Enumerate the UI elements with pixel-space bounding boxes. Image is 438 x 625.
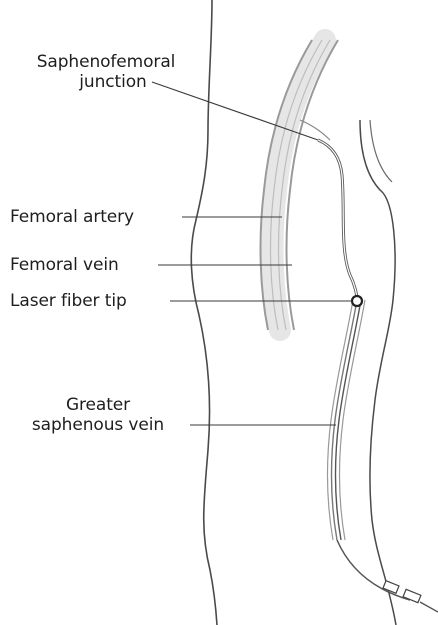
laser-fiber-catheter: [337, 540, 410, 600]
label-laser-fiber-tip: Laser fiber tip: [10, 291, 127, 311]
label-saphenofemoral-line2: junction: [8, 72, 204, 92]
leg-outline-left: [191, 0, 217, 625]
label-greater-saphenous-line2: saphenous vein: [6, 415, 190, 435]
leg-outline-right: [360, 120, 396, 625]
saphenous-vein-lower: [327, 300, 365, 540]
label-greater-saphenous-vein: Greater saphenous vein: [6, 395, 190, 435]
label-greater-saphenous-line1: Greater: [6, 395, 190, 415]
hip-crease: [370, 120, 392, 182]
label-saphenofemoral-line1: Saphenofemoral: [8, 52, 204, 72]
fiber-connector: [383, 581, 438, 612]
laser-fiber-tip-marker: [352, 296, 362, 306]
label-femoral-vein: Femoral vein: [10, 255, 119, 275]
label-femoral-artery: Femoral artery: [10, 207, 134, 227]
femoral-vessels: [261, 40, 338, 330]
label-saphenofemoral-junction: Saphenofemoral junction: [8, 52, 204, 92]
